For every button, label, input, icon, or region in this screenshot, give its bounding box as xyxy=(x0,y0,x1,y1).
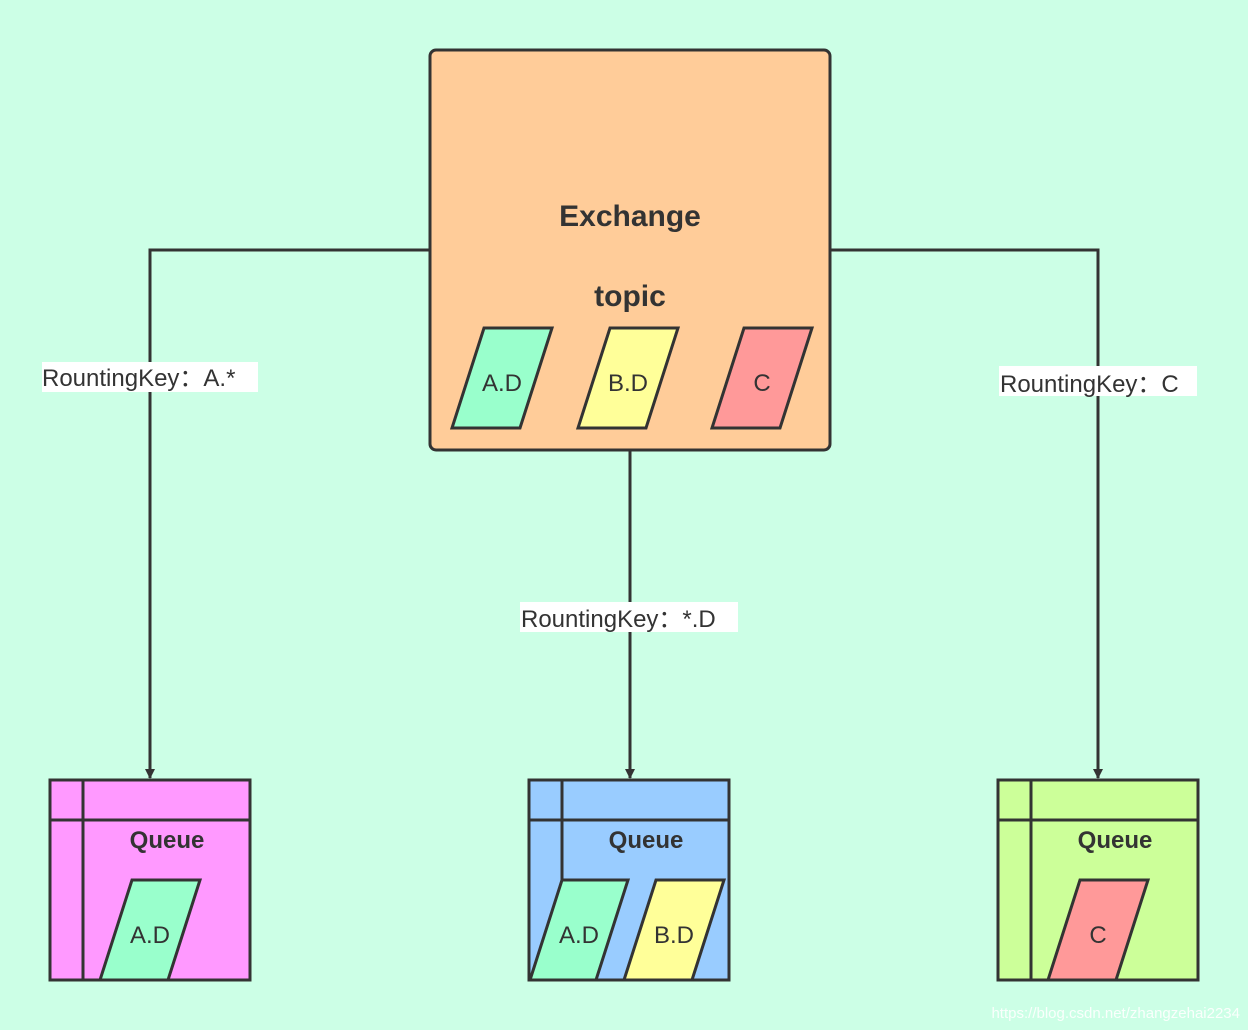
queue-middle: Queue A.D B.D xyxy=(527,778,731,982)
binding-label-left-text: RountingKey：A.* xyxy=(42,365,235,392)
queue-middle-message-1-label: A.D xyxy=(559,922,599,949)
exchange-message-1-label: A.D xyxy=(482,370,522,397)
exchange-message-3: C xyxy=(709,326,815,430)
exchange-message-2-label: B.D xyxy=(608,370,648,397)
queue-middle-title: Queue xyxy=(609,827,684,854)
binding-label-left: RountingKey：A.* xyxy=(42,362,258,392)
exchange-message-3-label: C xyxy=(753,370,770,397)
queue-right-message-1: C xyxy=(1045,878,1151,982)
binding-label-right-text: RountingKey：C xyxy=(1000,371,1179,398)
watermark-text: https://blog.csdn.net/zhangzehai2234 xyxy=(991,1005,1240,1022)
exchange-message-2: B.D xyxy=(575,326,681,430)
binding-label-right: RountingKey：C xyxy=(999,366,1197,398)
binding-label-middle: RountingKey：*.D xyxy=(520,602,738,633)
queue-right: Queue C xyxy=(996,778,1200,982)
queue-middle-message-2: B.D xyxy=(621,878,727,982)
queue-middle-message-1: A.D xyxy=(527,878,631,982)
queue-left: Queue A.D xyxy=(48,778,252,982)
queue-left-message-1-label: A.D xyxy=(130,922,170,949)
exchange-type: topic xyxy=(594,280,666,313)
exchange-node: Exchange topic A.D B.D C xyxy=(428,48,832,452)
connector-left xyxy=(145,248,430,779)
queue-left-title: Queue xyxy=(130,827,205,854)
queue-middle-message-2-label: B.D xyxy=(654,922,694,949)
exchange-title: Exchange xyxy=(559,200,701,233)
connector-right xyxy=(830,248,1103,779)
queue-left-message-1: A.D xyxy=(97,878,203,982)
queue-right-title: Queue xyxy=(1078,827,1153,854)
binding-label-middle-text: RountingKey：*.D xyxy=(521,606,716,633)
exchange-message-1: A.D xyxy=(449,326,555,430)
queue-right-message-1-label: C xyxy=(1089,922,1106,949)
